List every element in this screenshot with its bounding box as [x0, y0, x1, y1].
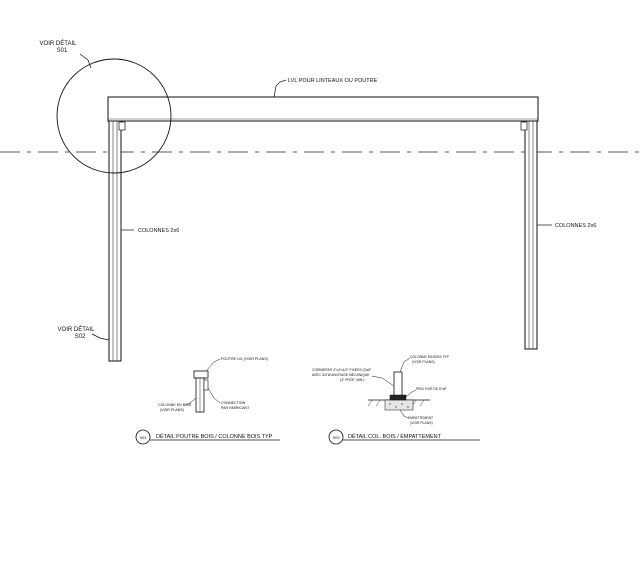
detail-1-note-beam: POUTRE LVL (VOIR PLANS) [221, 357, 268, 361]
voir-detail-top-label: VOIR DÉTAIL [40, 40, 78, 47]
colonnes-right-label: COLONNES 2x6 [555, 223, 596, 229]
detail-2-note-footing-1: EMPATTEMENT [408, 416, 433, 420]
detail-2-note-anchor-1: CORNIERES 4"x4"x1/2" FIXÉES (2)x8" [312, 367, 372, 372]
lvl-leader [273, 79, 287, 98]
detail-2-note-plate: PIED FIXÉ DE 6"x6" [416, 386, 448, 391]
voir-detail-bottom-ref: S02 [75, 334, 86, 340]
detail-1-number-bubble [135, 429, 151, 445]
voir-detail-bottom-label: VOIR DÉTAIL [58, 326, 96, 333]
detail-2-number: S02 [332, 435, 340, 440]
detail-1-note-connection-1: CONNECTION [221, 401, 246, 405]
detail-1-note-connection-2: PAR FABRICANT [221, 406, 250, 410]
detail-callout-circle [56, 58, 172, 174]
detail-1-drawing [185, 358, 221, 413]
detail-2-note-column-2: (VOIR PLANS) [412, 360, 435, 364]
detail-1-note-column-1: COLONNE EN BOIS [158, 403, 192, 407]
detail-1-note-column-2: (VOIR PLANS) [160, 408, 184, 412]
voir-detail-top-ref: S01 [57, 48, 68, 54]
detail-2-number-bubble [328, 429, 344, 445]
lvl-beam-label: LVL POUR LINTEAUX OU POUTRE [288, 78, 378, 84]
colonnes-left-label: COLONNES 2x6 [138, 228, 179, 234]
detail-1-title: DÉTAIL POUTRE BOIS / COLONNE BOIS TYP [156, 433, 273, 440]
detail-2-note-anchor-2: AVEC 3/4"Ø ANCRAGE MÉCANIQUE [312, 372, 370, 377]
detail-1-number: S01 [139, 435, 147, 440]
lvl-beam [107, 96, 539, 122]
detail-2-title: DÉTAIL COL. BOIS / EMPATTEMENT [348, 433, 442, 440]
voir-detail-bottom-leader [91, 333, 110, 341]
detail-2-drawing [367, 357, 430, 419]
left-column [108, 120, 126, 362]
detail-2-note-column-1: COLONNE EN BOIS TYP [410, 355, 450, 359]
detail-2-note-anchor-3: (4" PROF. MIN.) [340, 378, 364, 382]
detail-2-note-footing-2: (VOIR PLANS) [410, 421, 433, 425]
detail-callout-leader [79, 53, 92, 69]
right-column [520, 120, 538, 350]
